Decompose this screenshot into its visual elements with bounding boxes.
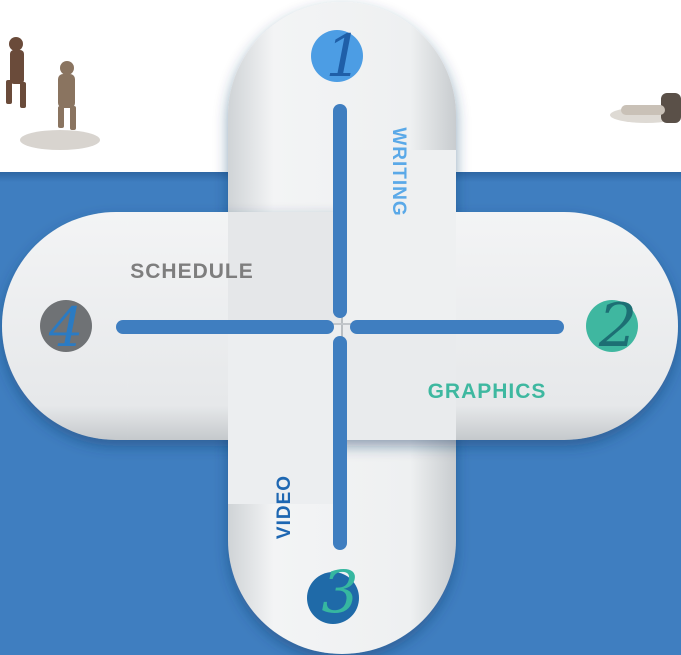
- step-label-writing: WRITING: [388, 127, 409, 217]
- slot-left: [116, 320, 334, 334]
- weave-piece-right: [342, 324, 456, 440]
- slot-top: [333, 104, 347, 318]
- step-number-3: 3: [321, 558, 359, 626]
- step-number-1: 1: [325, 22, 363, 90]
- step-3-disc: [307, 572, 359, 624]
- step-number-4: 4: [48, 296, 84, 359]
- step-1-disc: [311, 30, 363, 82]
- step-number-2: 2: [598, 291, 638, 361]
- people-walking-photo: [6, 37, 100, 150]
- step-label-video: VIDEO: [274, 474, 295, 540]
- step-2-disc: [586, 300, 638, 352]
- hands-photo: [610, 93, 681, 123]
- slot-bottom: [333, 336, 347, 550]
- weave-piece-left: [228, 212, 342, 324]
- step-label-graphics: GRAPHICS: [427, 380, 547, 403]
- slot-right: [350, 320, 564, 334]
- step-4-disc: [40, 300, 92, 352]
- step-label-schedule: SCHEDULE: [130, 260, 254, 283]
- weave-strand-top: [342, 150, 456, 324]
- weave-strand-bottom: [228, 324, 342, 504]
